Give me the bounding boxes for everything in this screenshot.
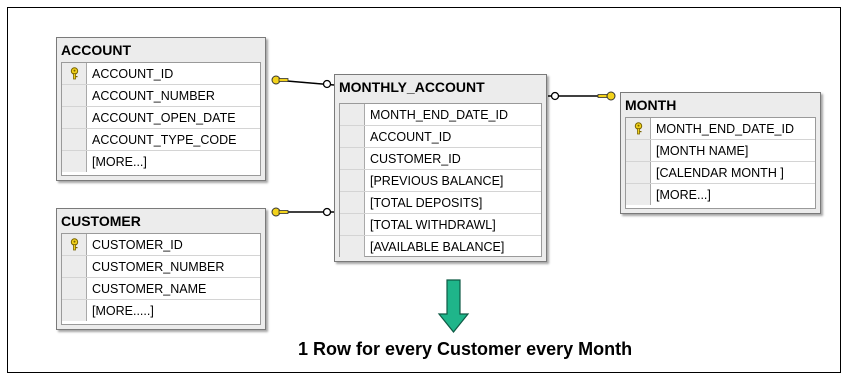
column-row[interactable]: CUSTOMER_ID [340,148,541,170]
column-row[interactable]: [MONTH NAME] [626,140,815,162]
row-selector[interactable] [62,63,87,84]
column-row[interactable]: MONTH_END_DATE_ID [340,104,541,126]
customer-table-title: CUSTOMER [61,213,141,229]
column-name: [MORE...] [92,154,147,169]
column-row[interactable]: [MORE...] [626,184,815,205]
account-table[interactable]: ACCOUNT ACCOUNT_ID ACCOUNT_NUMBER ACCOUN… [56,37,266,181]
primary-key-icon [70,67,78,80]
column-name: CUSTOMER_ID [92,237,183,252]
row-selector[interactable] [626,184,651,205]
column-row[interactable]: [PREVIOUS BALANCE] [340,170,541,192]
month-table-title: MONTH [625,97,677,113]
column-name: CUSTOMER_NUMBER [92,259,225,274]
column-row[interactable]: ACCOUNT_OPEN_DATE [62,107,260,129]
column-row[interactable]: [MORE...] [62,151,260,172]
column-name: MONTH_END_DATE_ID [656,121,794,136]
column-row[interactable]: [TOTAL DEPOSITS] [340,192,541,214]
row-selector[interactable] [340,148,365,169]
column-row[interactable]: [CALENDAR MONTH ] [626,162,815,184]
infinity-end-icon [322,79,332,89]
column-name: [PREVIOUS BALANCE] [370,173,504,188]
column-row[interactable]: CUSTOMER_ID [62,234,260,256]
column-row[interactable]: ACCOUNT_ID [62,63,260,85]
row-selector[interactable] [340,192,365,213]
infinity-end-icon [550,91,560,101]
row-selector[interactable] [626,118,651,139]
key-end-icon [271,75,289,85]
column-name: CUSTOMER_ID [370,151,461,166]
key-end-icon [597,91,616,101]
column-name: [MORE...] [656,187,711,202]
row-selector[interactable] [62,129,87,150]
column-name: [MONTH NAME] [656,143,749,158]
row-selector[interactable] [340,170,365,191]
column-name: MONTH_END_DATE_ID [370,107,508,122]
column-row[interactable]: ACCOUNT_TYPE_CODE [62,129,260,151]
column-name: CUSTOMER_NAME [92,281,207,296]
primary-key-icon [634,122,642,135]
row-selector[interactable] [626,162,651,183]
row-selector[interactable] [626,140,651,161]
column-row[interactable]: MONTH_END_DATE_ID [626,118,815,140]
primary-key-icon [70,238,78,251]
column-name: [AVAILABLE BALANCE] [370,239,505,254]
column-name: ACCOUNT_ID [370,129,452,144]
column-name: ACCOUNT_OPEN_DATE [92,110,236,125]
column-name: [TOTAL DEPOSITS] [370,195,483,210]
column-name: ACCOUNT_TYPE_CODE [92,132,237,147]
monthly-account-month-relationship[interactable] [548,91,616,101]
column-name: ACCOUNT_NUMBER [92,88,215,103]
column-name: [MORE.....] [92,303,154,318]
diagram-caption: 1 Row for every Customer every Month [298,339,633,359]
row-selector[interactable] [340,236,365,257]
row-selector[interactable] [62,278,87,299]
column-name: ACCOUNT_ID [92,66,174,81]
column-row[interactable]: ACCOUNT_ID [340,126,541,148]
customer-monthly-account-relationship[interactable] [271,207,334,217]
row-selector[interactable] [340,214,365,235]
month-table[interactable]: MONTH MONTH_END_DATE_ID [MONTH NAME] [CA… [620,92,821,214]
monthly-account-table[interactable]: MONTHLY_ACCOUNT MONTH_END_DATE_ID ACCOUN… [334,74,547,262]
row-selector[interactable] [62,234,87,255]
row-selector[interactable] [340,126,365,147]
column-name: [CALENDAR MONTH ] [656,165,784,180]
column-row[interactable]: CUSTOMER_NUMBER [62,256,260,278]
down-arrow-icon [437,279,470,333]
row-selector[interactable] [340,104,365,125]
column-row[interactable]: [MORE.....] [62,300,260,321]
row-selector[interactable] [62,151,87,172]
infinity-end-icon [322,207,332,217]
row-selector[interactable] [62,85,87,106]
row-selector[interactable] [62,300,87,321]
diagram-frame [7,7,841,373]
row-selector[interactable] [62,107,87,128]
account-table-title: ACCOUNT [61,42,131,58]
account-monthly-account-relationship[interactable] [271,75,335,89]
customer-table[interactable]: CUSTOMER CUSTOMER_ID CUSTOMER_NUMBER CUS… [56,208,266,330]
column-row[interactable]: [TOTAL WITHDRAWL] [340,214,541,236]
column-row[interactable]: ACCOUNT_NUMBER [62,85,260,107]
key-end-icon [271,207,289,217]
column-row[interactable]: CUSTOMER_NAME [62,278,260,300]
column-name: [TOTAL WITHDRAWL] [370,217,496,232]
column-row[interactable]: [AVAILABLE BALANCE] [340,236,541,257]
row-selector[interactable] [62,256,87,277]
monthly-account-table-title: MONTHLY_ACCOUNT [339,79,485,95]
